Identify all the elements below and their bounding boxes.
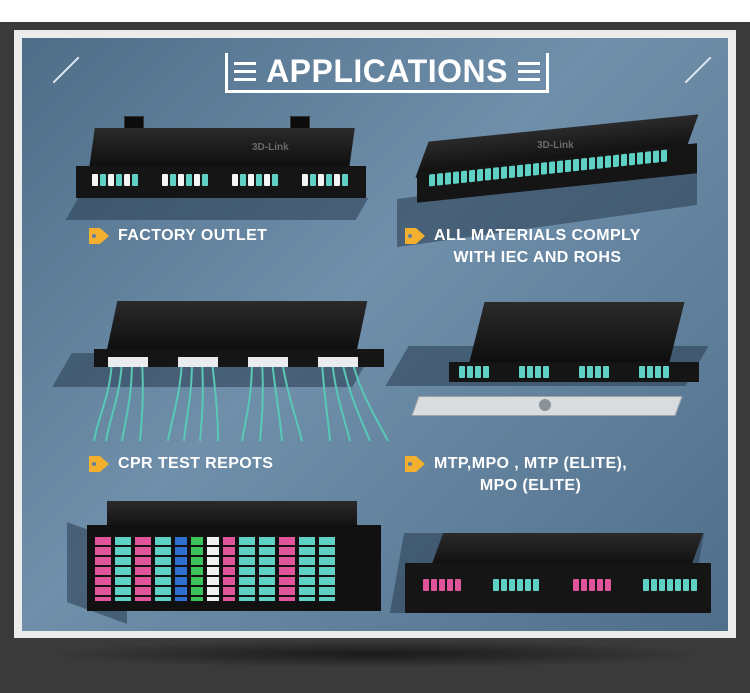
fiber-jumpers	[93, 357, 389, 442]
label-factory-outlet-text: FACTORY OUTLET	[118, 227, 268, 244]
label-factory-outlet: FACTORY OUTLET	[88, 225, 267, 247]
label-materials-line2: WITH IEC AND ROHS	[453, 249, 622, 266]
bottom-shadow	[40, 640, 710, 668]
label-materials-text: ALL MATERIALS COMPLY WITH IEC AND ROHS	[434, 225, 641, 269]
applications-panel: APPLICATIONS 3D-Link 3D-Link	[22, 38, 728, 631]
corner-line-left	[52, 56, 80, 84]
product-hd-cassette-panel-left	[67, 493, 387, 628]
page-title: APPLICATIONS	[266, 53, 508, 89]
corner-line-right	[684, 56, 712, 84]
top-band	[0, 0, 750, 22]
title-area: APPLICATIONS	[217, 50, 557, 96]
menu-icon	[234, 62, 257, 81]
label-cpr: CPR TEST REPOTS	[88, 453, 273, 475]
label-mtp: MTP,MPO , MTP (ELITE), MPO (ELITE)	[404, 453, 627, 497]
label-mtp-line2: MPO (ELITE)	[479, 477, 582, 494]
brand-label: 3D-Link	[537, 140, 574, 151]
tag-icon	[404, 455, 425, 472]
label-cpr-text: CPR TEST REPOTS	[118, 455, 274, 472]
product-1u-panel-left: 3D-Link	[52, 108, 372, 228]
label-materials-line1: ALL MATERIALS COMPLY	[434, 227, 641, 244]
product-angled-panel-right: 3D-Link	[397, 114, 717, 248]
cassette-row	[95, 537, 335, 601]
product-sliding-panel-right	[385, 296, 717, 426]
label-mtp-text: MTP,MPO , MTP (ELITE), MPO (ELITE)	[434, 453, 627, 497]
label-mtp-line1: MTP,MPO , MTP (ELITE),	[434, 455, 628, 472]
title-box: APPLICATIONS	[225, 53, 549, 93]
tag-icon	[404, 227, 425, 244]
product-fiber-panel-left	[52, 293, 389, 443]
label-materials: ALL MATERIALS COMPLY WITH IEC AND ROHS	[404, 225, 641, 269]
product-open-tray-panel-right	[389, 523, 717, 623]
tag-icon	[88, 455, 109, 472]
tag-icon	[88, 227, 109, 244]
menu-icon	[517, 62, 540, 81]
brand-label: 3D-Link	[252, 142, 289, 153]
